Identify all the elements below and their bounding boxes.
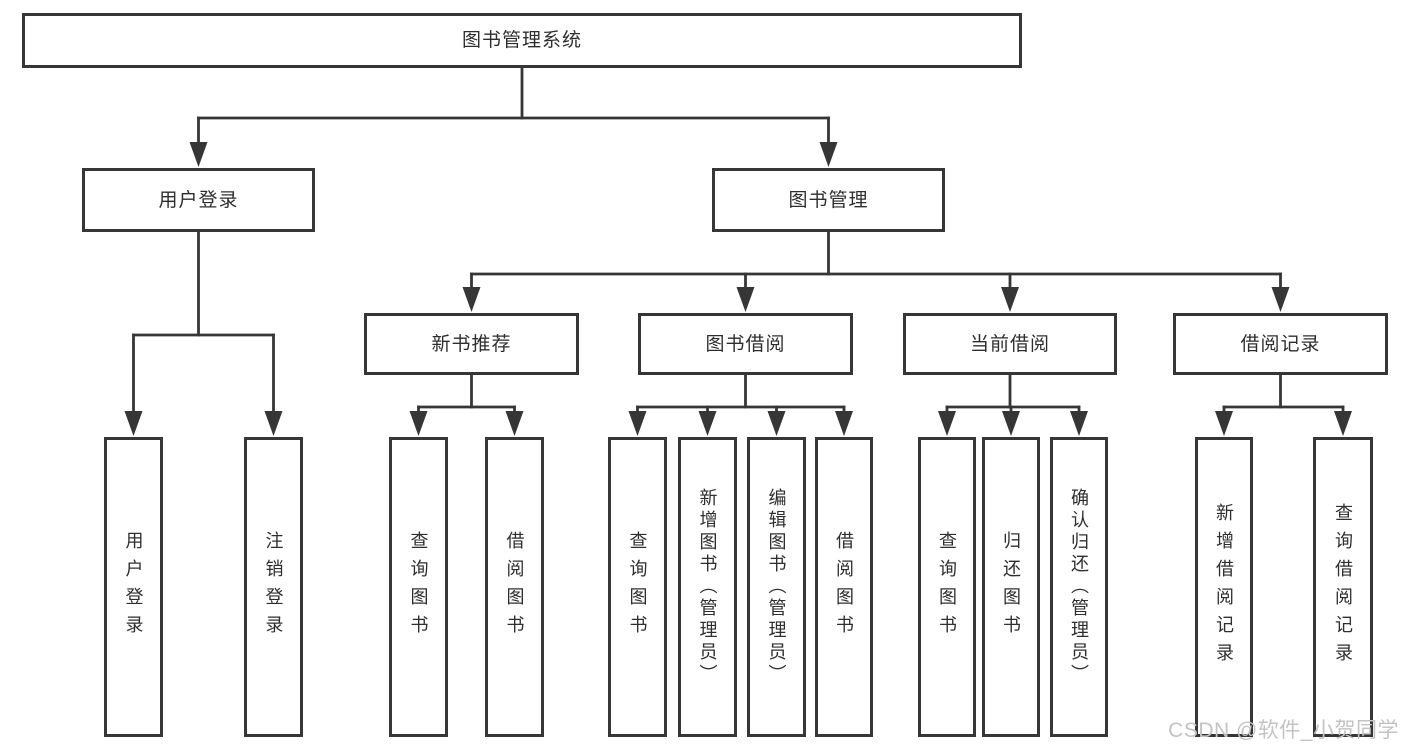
node-book-borrow: 图书借阅 (638, 313, 853, 375)
node-label-leaf-logout: 注销登录 (263, 531, 284, 643)
node-leaf-query-book-1: 查询图书 (389, 437, 448, 737)
node-leaf-borrow-book-1: 借阅图书 (485, 437, 544, 737)
node-label-book-mgmt: 图书管理 (788, 189, 869, 211)
node-leaf-user-login: 用户登录 (104, 437, 163, 737)
node-label-root: 图书管理系统 (461, 30, 582, 51)
edge-group-borrow-records (1215, 373, 1352, 436)
node-label-current-borrow: 当前借阅 (969, 333, 1050, 355)
node-label-book-borrow: 图书借阅 (705, 333, 786, 355)
edge-group-book-borrow (628, 373, 853, 436)
watermark-text: CSDN @软件_小贺同学 (1168, 719, 1399, 742)
node-leaf-confirm-return: 确认归还（管理员） (1050, 437, 1108, 737)
edge-group-current-borrow (938, 373, 1088, 436)
node-root: 图书管理系统 (22, 13, 1022, 68)
node-label-leaf-confirm-return: 确认归还（管理员） (1069, 488, 1089, 686)
node-label-borrow-records: 借阅记录 (1240, 333, 1321, 355)
node-label-new-book-rec: 新书推荐 (431, 333, 512, 355)
node-label-user-login: 用户登录 (158, 189, 239, 211)
node-label-leaf-return-book: 归还图书 (1001, 531, 1021, 643)
node-label-leaf-edit-book: 编辑图书（管理员） (766, 488, 787, 686)
node-leaf-logout: 注销登录 (244, 437, 303, 737)
node-user-login: 用户登录 (82, 168, 315, 232)
node-borrow-records: 借阅记录 (1173, 313, 1388, 375)
node-leaf-borrow-book-2: 借阅图书 (815, 437, 873, 737)
node-leaf-query-record: 查询借阅记录 (1313, 437, 1373, 737)
node-current-borrow: 当前借阅 (903, 313, 1117, 375)
edge-group-new-book-rec (409, 373, 524, 436)
node-leaf-add-book: 新增图书（管理员） (678, 437, 737, 737)
edge-group-user-login (124, 230, 283, 436)
node-leaf-query-book-2: 查询图书 (608, 437, 667, 737)
node-label-leaf-borrow-book-2: 借阅图书 (834, 531, 854, 643)
node-label-leaf-add-record: 新增借阅记录 (1214, 503, 1234, 671)
node-label-leaf-query-book-3: 查询图书 (937, 531, 957, 643)
edge-group-book-mgmt (462, 230, 1290, 312)
node-new-book-rec: 新书推荐 (364, 313, 579, 375)
node-leaf-edit-book: 编辑图书（管理员） (747, 437, 806, 737)
node-label-leaf-borrow-book-1: 借阅图书 (504, 531, 525, 643)
node-leaf-query-book-3: 查询图书 (918, 437, 976, 737)
node-label-leaf-query-book-2: 查询图书 (627, 531, 648, 643)
node-label-leaf-add-book: 新增图书（管理员） (697, 488, 718, 686)
node-label-leaf-query-book-1: 查询图书 (408, 531, 429, 643)
edge-group-root (189, 66, 838, 167)
node-label-leaf-user-login: 用户登录 (123, 531, 144, 643)
node-label-leaf-query-record: 查询借阅记录 (1333, 503, 1353, 671)
node-leaf-return-book: 归还图书 (982, 437, 1040, 737)
node-book-mgmt: 图书管理 (712, 168, 945, 232)
node-leaf-add-record: 新增借阅记录 (1195, 437, 1253, 737)
